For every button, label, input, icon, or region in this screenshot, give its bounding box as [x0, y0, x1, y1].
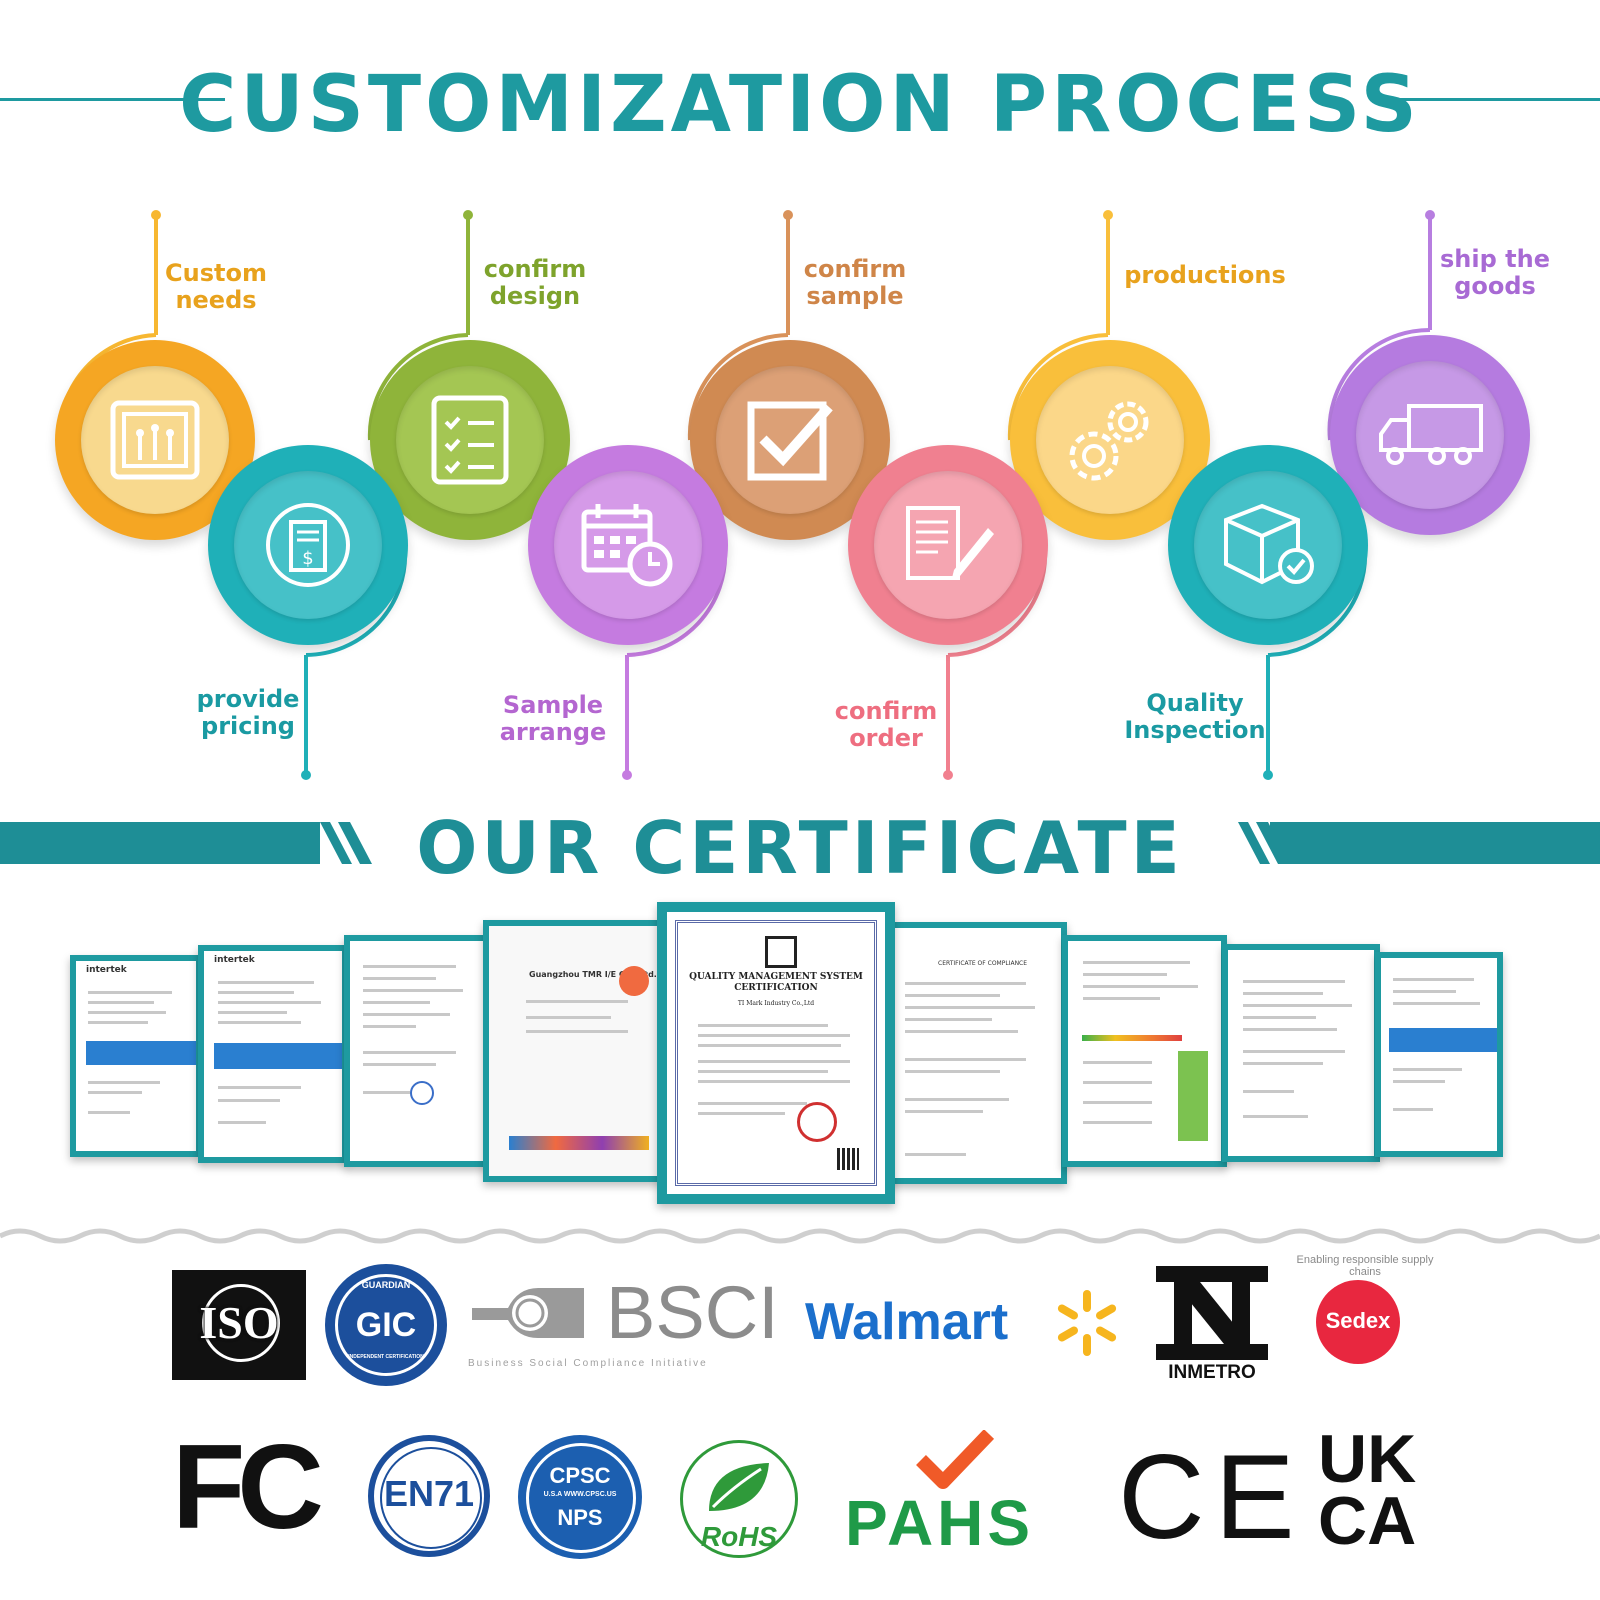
certificate-title: OUR CERTIFICATE	[416, 806, 1184, 890]
featured-doc-sub: TI Mark Industry Co.,Ltd	[737, 1000, 815, 1007]
step-circle-confirm-order	[848, 445, 1048, 645]
certificate-doc-4: Guangzhou TMR I/E Co., Ltd.	[483, 920, 665, 1182]
step-circle-confirm-sample	[690, 340, 890, 540]
certificate-doc-1: intertek	[70, 955, 202, 1157]
step-circle-provide-pricing: $	[208, 445, 408, 645]
step-label-confirm-order: confirm order	[834, 697, 938, 752]
sedex-logo: Enabling responsible supply chains Sedex	[1290, 1252, 1440, 1402]
inmetro-mark-icon	[1156, 1266, 1268, 1360]
iso-logo: ISO	[172, 1270, 306, 1380]
process-title: CUSTOMIZATION PROCESS	[179, 60, 1421, 150]
gic-logo: GUARDIAN GIC INDEPENDENT CERTIFICATION	[325, 1264, 447, 1386]
tray-icon	[110, 400, 200, 480]
inmetro-logo: INMETRO	[1156, 1266, 1268, 1386]
step-label-sample-arrange: Sample arrange	[499, 691, 607, 746]
certificate-doc-8	[1222, 944, 1380, 1162]
box-check-icon	[1224, 503, 1314, 585]
seal-icon	[797, 1102, 837, 1142]
step-label-provide-pricing: provide pricing	[196, 685, 300, 740]
bsci-hand-icon	[472, 1288, 584, 1338]
checklist-icon	[431, 395, 509, 485]
certificate-slashes	[320, 822, 1290, 864]
title-rule-left	[0, 98, 225, 101]
title-rule-right	[1375, 98, 1600, 101]
gears-icon	[1069, 401, 1149, 481]
step-label-ship-goods: ship the goods	[1440, 245, 1550, 300]
walmart-logo: Walmart	[805, 1288, 1135, 1358]
certificate-doc-9	[1375, 952, 1503, 1157]
step-circle-sample-arrange	[528, 445, 728, 645]
calendar-clock-icon	[581, 504, 673, 587]
bsci-logo: BSCI Business Social Compliance Initiati…	[468, 1271, 779, 1369]
qr-code-icon	[837, 1148, 859, 1170]
checkbox-icon	[747, 401, 833, 481]
doc-header: Guangzhou TMR I/E Co., Ltd.	[529, 970, 657, 979]
doc-header: CERTIFICATE OF COMPLIANCE	[938, 960, 1028, 967]
certificate-band-right	[1270, 822, 1600, 864]
leaf-icon	[709, 1463, 769, 1511]
featured-logo-icon	[765, 936, 797, 968]
iso-globe-icon	[202, 1284, 280, 1362]
ce-logo: CE	[1118, 1430, 1305, 1564]
truck-icon	[1379, 404, 1483, 465]
doc-header: intertek	[86, 965, 127, 975]
ukca-logo: UK CA	[1318, 1421, 1417, 1559]
certificate-doc-7	[1062, 935, 1227, 1167]
step-label-quality-inspection: Quality Inspection	[1124, 689, 1266, 744]
certificate-doc-featured: QUALITY MANAGEMENT SYSTEM CERTIFICATION …	[657, 902, 895, 1204]
certificate-band-left	[0, 822, 320, 864]
certificate-doc-3	[344, 935, 489, 1167]
fcc-logo: FC	[172, 1420, 324, 1554]
certificate-doc-6: CERTIFICATE OF COMPLIANCE	[882, 922, 1067, 1184]
pahs-check-icon	[916, 1430, 995, 1489]
svg-text:$: $	[302, 548, 313, 569]
step-label-productions: productions	[1124, 261, 1286, 289]
wavy-divider	[0, 1228, 1600, 1244]
certificate-doc-2: intertek	[198, 945, 348, 1163]
doc-header: intertek	[214, 955, 255, 965]
document-pen-icon	[906, 506, 994, 580]
step-label-custom-needs: Custom needs	[165, 259, 267, 314]
step-label-confirm-design: confirm design	[483, 255, 587, 310]
step-circle-ship-goods	[1330, 335, 1530, 535]
pahs-logo: PAHS	[845, 1430, 1065, 1560]
rohs-logo: RoHS	[680, 1440, 798, 1558]
cpsc-logo: CPSC U.S.A WWW.CPSC.US NPS	[518, 1435, 642, 1559]
en71-logo: EN71	[368, 1435, 490, 1557]
step-circle-quality-inspection	[1168, 445, 1368, 645]
step-label-confirm-sample: confirm sample	[803, 255, 907, 310]
price-list-icon: $	[266, 503, 350, 587]
featured-doc-header: QUALITY MANAGEMENT SYSTEM CERTIFICATION	[689, 972, 863, 993]
walmart-spark-icon	[1057, 1290, 1117, 1356]
